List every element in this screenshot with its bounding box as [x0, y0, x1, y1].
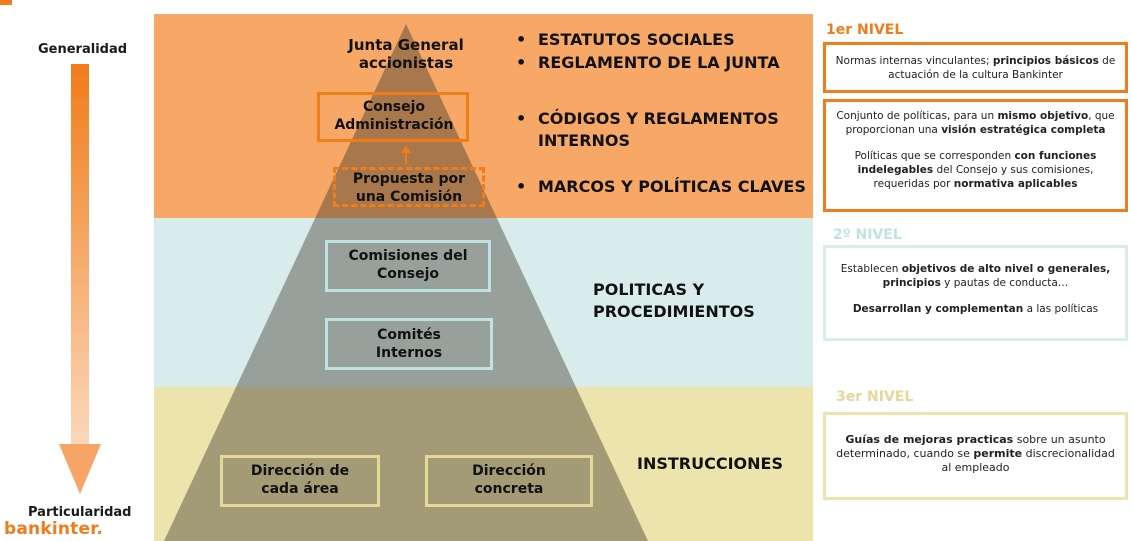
comites-internos-box — [325, 318, 493, 370]
politicas-procedimientos-label: POLITICAS Y PROCEDIMIENTOS — [593, 280, 755, 321]
level1-desc-box1: Normas internas vinculantes; principios … — [823, 42, 1128, 93]
level3-band — [154, 387, 813, 541]
level3-title: 3er NIVEL — [836, 389, 914, 405]
level2-desc-box: Establecen objetivos de alto nivel o gen… — [823, 245, 1128, 341]
level3-desc-text: Guías de mejoras practicas sobre un asun… — [836, 433, 1115, 474]
level2-desc-text1: Establecen objetivos de alto nivel o gen… — [840, 263, 1111, 289]
level2-band — [154, 218, 813, 387]
propuesta-comision-box — [333, 167, 485, 207]
bullet-estatutos: •ESTATUTOS SOCIALES — [516, 30, 735, 49]
level2-desc-text2: Desarrollan y complementan a las polític… — [852, 303, 1099, 315]
level1-title: 1er NIVEL — [826, 22, 904, 38]
direccion-area-box — [220, 455, 380, 507]
particularidad-label: Particularidad — [28, 505, 132, 520]
corner-accent — [0, 0, 12, 5]
junta-general-label: Junta General accionistas — [348, 36, 464, 72]
direccion-concreta-label: Dirección concreta — [472, 463, 546, 497]
propuesta-comision-label: Propuesta por una Comisión — [352, 171, 466, 205]
direccion-area-label: Dirección de cada área — [250, 463, 350, 497]
generality-arrow — [59, 64, 101, 494]
bullet-codigos: •CÓDIGOS Y REGLAMENTOS INTERNOS — [516, 109, 779, 150]
comisiones-consejo-label: Comisiones del Consejo — [348, 248, 468, 282]
bullet-marcos: •MARCOS Y POLÍTICAS CLAVES — [516, 177, 806, 196]
generalidad-label: Generalidad — [38, 42, 128, 57]
instrucciones-label: INSTRUCCIONES — [637, 454, 783, 473]
bankinter-logo: bankinter. — [4, 519, 104, 539]
level3-desc-box: Guías de mejoras practicas sobre un asun… — [823, 412, 1128, 500]
comisiones-consejo-box — [325, 240, 491, 292]
level1-desc-box2: Conjunto de políticas, para un mismo obj… — [823, 99, 1128, 212]
direccion-concreta-box — [425, 455, 593, 507]
consejo-administracion-label: Consejo Administración — [334, 99, 454, 133]
level1-desc-text1: Normas internas vinculantes; principios … — [835, 55, 1116, 81]
comites-internos-label: Comités Internos — [375, 327, 443, 361]
level1-desc-text3: Políticas que se corresponden con funcio… — [854, 150, 1097, 190]
level2-title: 2º NIVEL — [833, 227, 902, 243]
consejo-administracion-box — [317, 92, 469, 142]
level1-desc-text2: Conjunto de políticas, para un mismo obj… — [836, 110, 1115, 136]
bullet-reglamento-junta: •REGLAMENTO DE LA JUNTA — [516, 53, 780, 72]
